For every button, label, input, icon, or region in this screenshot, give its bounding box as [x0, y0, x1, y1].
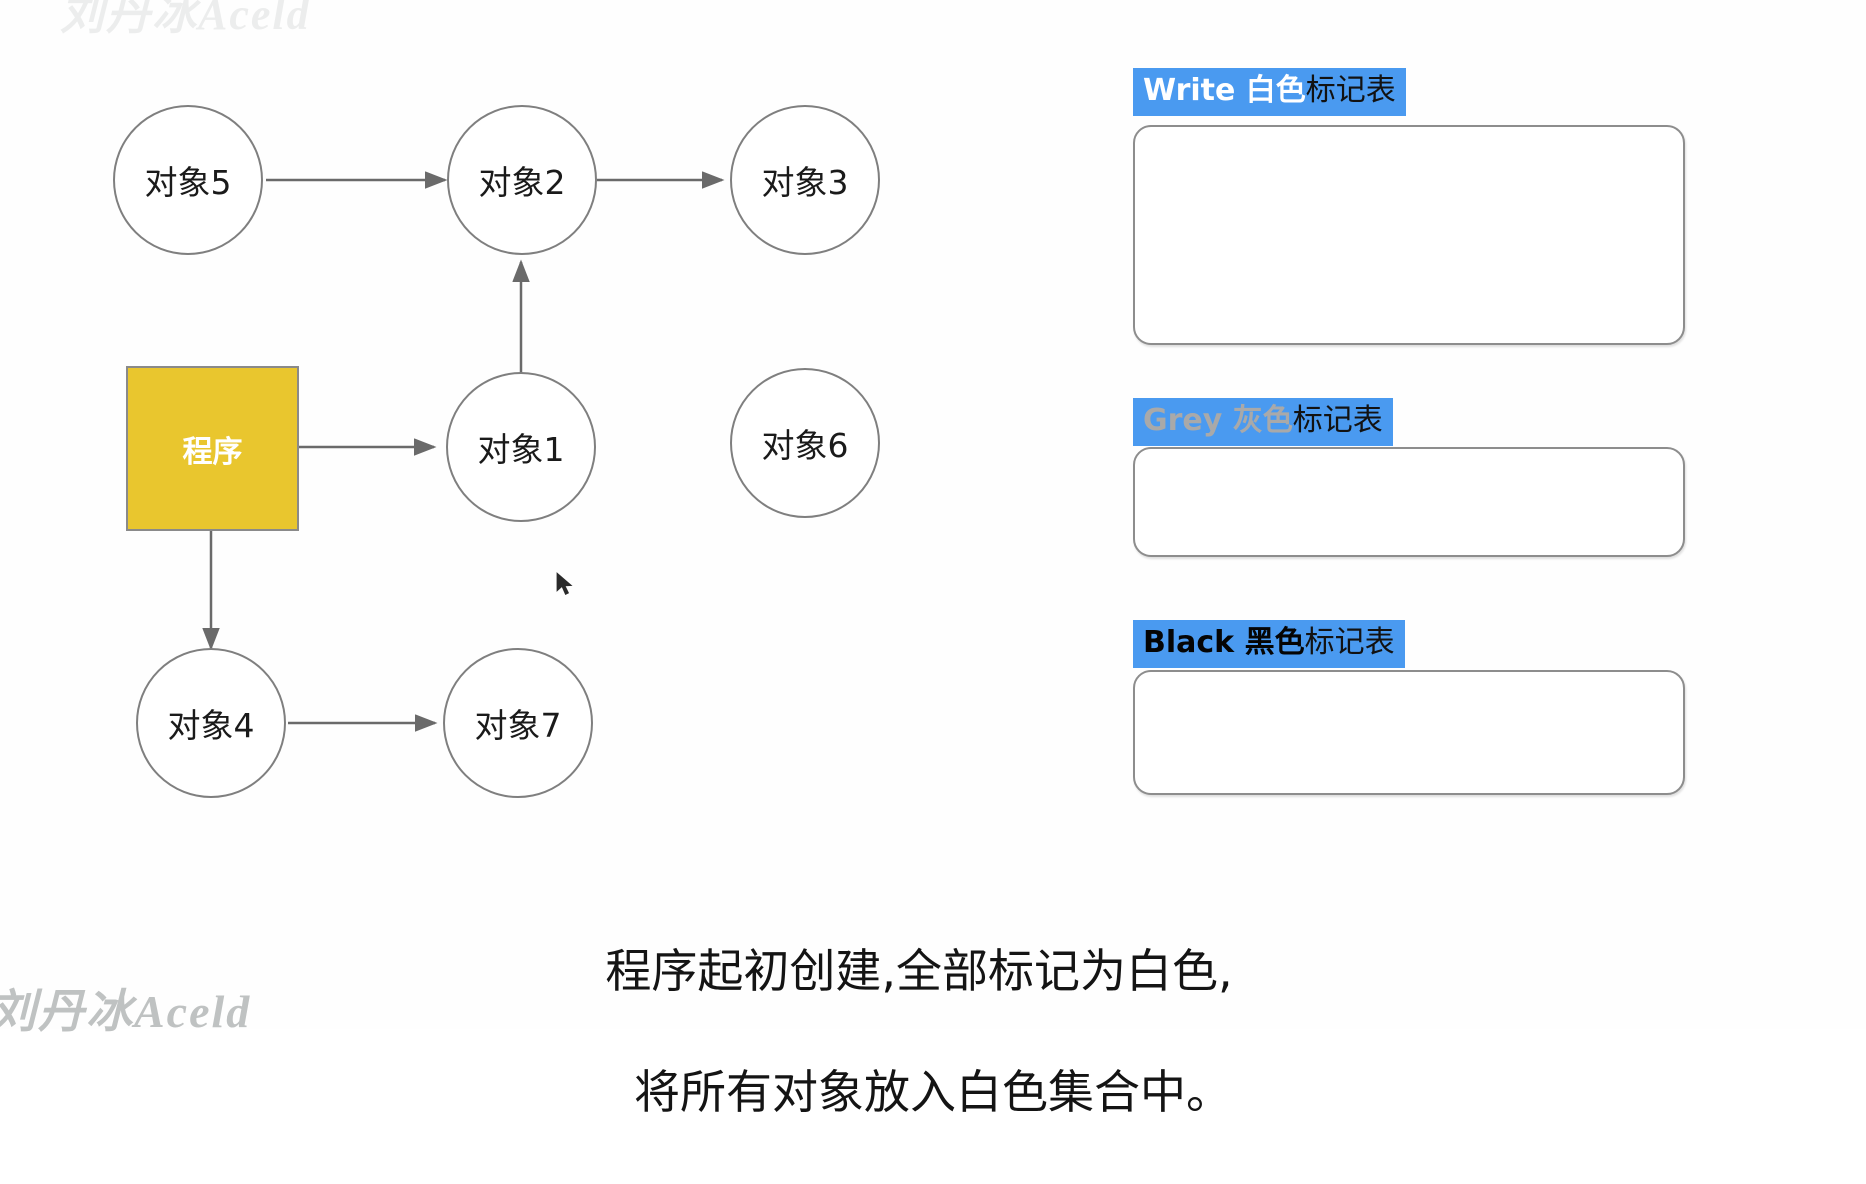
white-mark-title-lead: Write 白色 — [1143, 73, 1306, 108]
watermark-top: 刘丹冰Aceld — [60, 0, 311, 39]
caption-line-2: 将所有对象放入白色集合中。 — [634, 1065, 1232, 1120]
graph-edges-layer — [202, 171, 725, 732]
graph-node-obj2[interactable]: 对象2 — [447, 105, 597, 255]
black-mark-table-box[interactable] — [1133, 670, 1685, 795]
grey-mark-title-tail: 标记表 — [1292, 403, 1383, 438]
caption-line-1: 程序起初创建,全部标记为白色, — [605, 943, 1233, 998]
graph-node-label: 对象5 — [144, 163, 232, 202]
graph-node-label: 对象4 — [167, 706, 255, 745]
black-mark-title-lead: Black 黑色 — [1143, 625, 1305, 660]
graph-node-obj4[interactable]: 对象4 — [136, 648, 286, 798]
program-box[interactable]: 程序 — [126, 366, 299, 531]
white-mark-table-box[interactable] — [1133, 125, 1685, 345]
caption-text: 程序起初创建,全部标记为白色, 将所有对象放入白色集合中。 — [0, 880, 1866, 1184]
graph-node-obj5[interactable]: 对象5 — [113, 105, 263, 255]
graph-node-label: 对象1 — [477, 430, 565, 469]
black-mark-title-tail: 标记表 — [1304, 625, 1395, 660]
graph-node-obj6[interactable]: 对象6 — [730, 368, 880, 518]
black-mark-table-title: Black 黑色标记表 — [1133, 620, 1405, 669]
grey-mark-table-title: Grey 灰色标记表 — [1133, 398, 1393, 447]
graph-node-obj7[interactable]: 对象7 — [443, 648, 593, 798]
object-graph-diagram: 对象5 对象2 对象3 对象1 对象6 对象4 对象7 程序 — [0, 0, 980, 830]
grey-mark-table-box[interactable] — [1133, 447, 1685, 557]
white-mark-table-title: Write 白色标记表 — [1133, 68, 1406, 117]
graph-node-obj3[interactable]: 对象3 — [730, 105, 880, 255]
program-box-label: 程序 — [182, 434, 243, 470]
graph-node-label: 对象6 — [761, 426, 849, 465]
graph-node-label: 对象3 — [761, 163, 849, 202]
white-mark-title-tail: 标记表 — [1305, 73, 1396, 108]
graph-node-label: 对象7 — [474, 706, 562, 745]
grey-mark-title-lead: Grey 灰色 — [1143, 403, 1293, 438]
graph-node-obj1[interactable]: 对象1 — [446, 372, 596, 522]
graph-node-label: 对象2 — [478, 163, 566, 202]
